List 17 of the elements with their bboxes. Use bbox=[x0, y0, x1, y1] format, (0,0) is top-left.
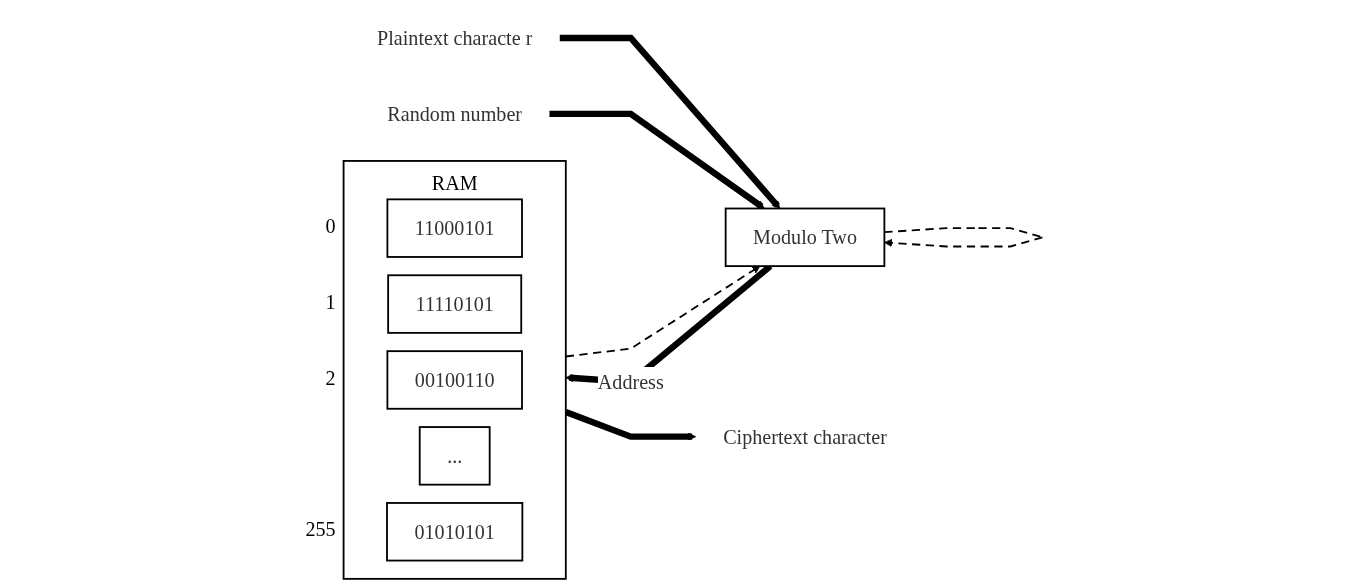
address-number: 0 bbox=[325, 214, 336, 237]
node-box: 00100110 bbox=[386, 350, 523, 410]
arrow bbox=[883, 227, 1044, 248]
node-text: Ciphertext character bbox=[723, 425, 887, 449]
node-box: 01010101 bbox=[386, 502, 524, 562]
arrow bbox=[549, 110, 765, 209]
node-box: 11000101 bbox=[386, 198, 523, 258]
address-number: 1 bbox=[325, 290, 336, 313]
node-text: Plaintext characte r bbox=[377, 26, 533, 50]
node-box: 11110101 bbox=[387, 274, 523, 334]
arrow bbox=[559, 34, 781, 209]
address-number: 255 bbox=[305, 518, 336, 541]
node-box: Modulo Two bbox=[724, 207, 886, 268]
edge-label: Address bbox=[597, 370, 664, 394]
node-text: Random number bbox=[387, 102, 523, 126]
node-box: ... bbox=[418, 426, 491, 486]
address-number: 2 bbox=[325, 366, 336, 389]
